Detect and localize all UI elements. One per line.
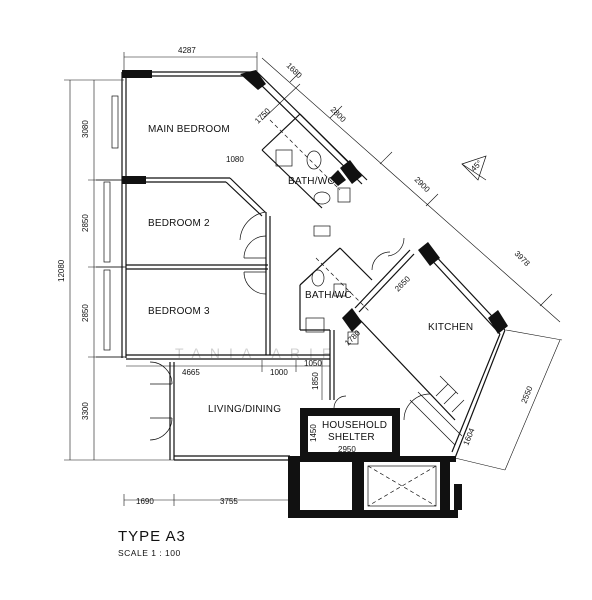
dim-1080: 1080 — [226, 155, 244, 164]
room-kitchen: KITCHEN — [428, 322, 473, 333]
dim-3978: 3978 — [513, 249, 532, 268]
dim-1850: 1850 — [311, 372, 320, 390]
dim-1780: 1780 — [343, 328, 362, 347]
dim-1050: 1050 — [304, 359, 322, 368]
dim-bottom-1690: 1690 — [136, 497, 154, 506]
exterior-walls — [121, 71, 506, 461]
room-bath-wc-2: BATH/WC — [305, 290, 352, 301]
dimension-lines — [64, 52, 563, 506]
dim-left-3300: 3300 — [81, 402, 90, 420]
room-household-shelter-line2: SHELTER — [328, 432, 375, 443]
dim-1604: 1604 — [462, 426, 477, 446]
dim-2800: 2800 — [329, 105, 348, 124]
plan-scale: SCALE 1 : 100 — [118, 548, 181, 558]
dim-top-width: 4287 — [178, 46, 196, 55]
kitchen-stair — [409, 375, 465, 446]
compass-icon: 45° — [461, 155, 487, 181]
dim-1750: 1750 — [253, 106, 272, 125]
bathroom-fixtures — [269, 119, 371, 345]
dim-2550: 2550 — [520, 384, 535, 404]
dim-2900: 2900 — [413, 175, 432, 194]
room-household-shelter-line1: HOUSEHOLD — [322, 420, 387, 431]
doors — [149, 211, 431, 441]
dim-left-2850-b: 2850 — [81, 304, 90, 322]
dim-bottom-3755: 3755 — [220, 497, 238, 506]
room-bedroom-3: BEDROOM 3 — [148, 306, 210, 317]
watermark-text: TANIA ARIF — [175, 345, 339, 361]
dim-2650: 2650 — [393, 274, 412, 293]
dim-left-2850-a: 2850 — [81, 214, 90, 232]
interior-walls — [126, 113, 456, 421]
dim-shelter-1450: 1450 — [309, 424, 318, 442]
void-cross — [367, 465, 437, 507]
room-bath-wc-1: BATH/WC — [288, 176, 335, 187]
dim-4665: 4665 — [182, 368, 200, 377]
dim-1000: 1000 — [270, 368, 288, 377]
dim-left-3080: 3080 — [81, 120, 90, 138]
room-living-dining: LIVING/DINING — [208, 404, 281, 415]
structural-columns — [122, 70, 508, 518]
dim-left-total: 12080 — [57, 259, 66, 282]
plan-title: TYPE A3 — [118, 528, 186, 545]
dim-shelter-2950: 2950 — [338, 445, 356, 454]
room-main-bedroom: MAIN BEDROOM — [148, 124, 230, 135]
room-bedroom-2: BEDROOM 2 — [148, 218, 210, 229]
